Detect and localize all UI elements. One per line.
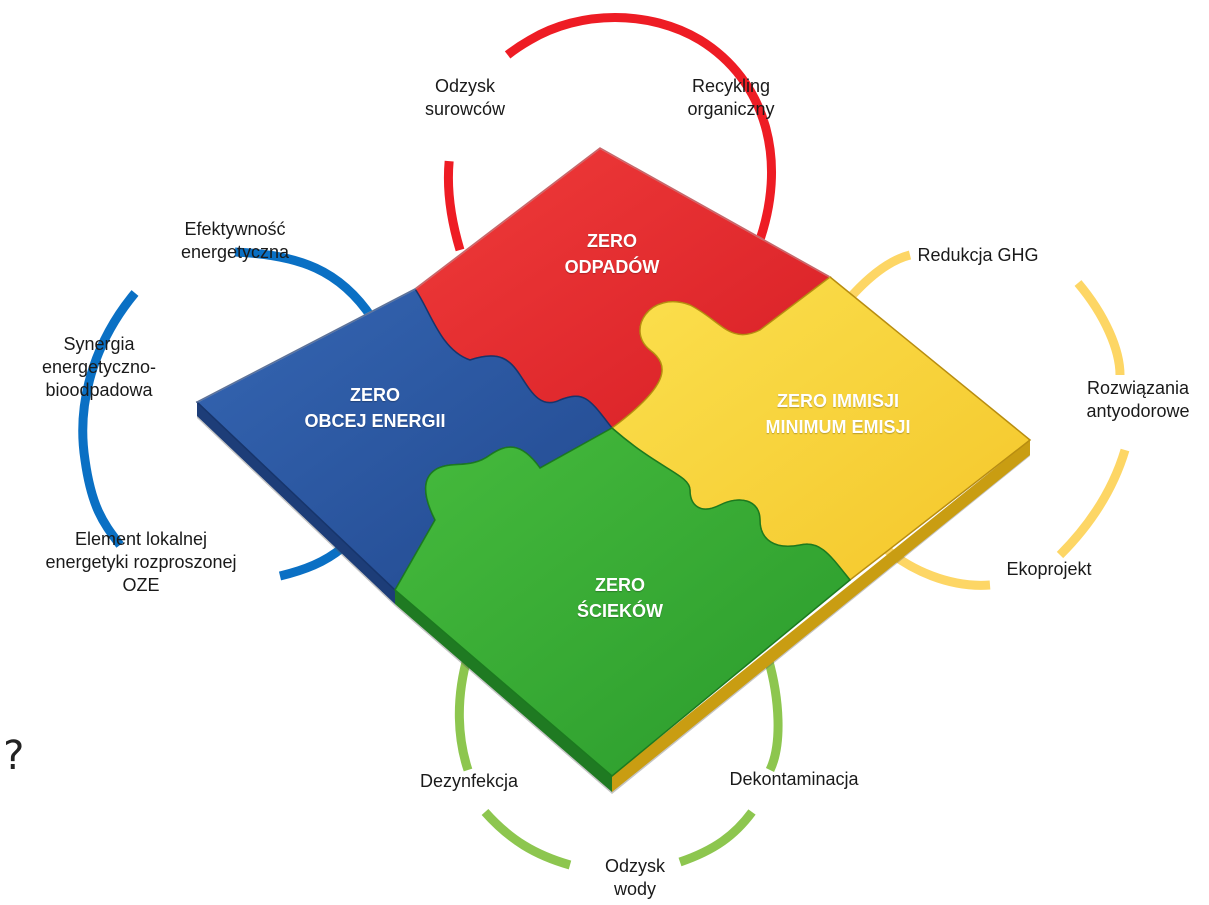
zero-waste-title: ZERO ODPADÓW [564,231,660,277]
label-dezynfekcja: Dezynfekcja [419,771,519,791]
blue-side [197,402,395,604]
label-dekontaminacja: Dekontaminacja [729,769,859,789]
piece-highlight [414,146,831,290]
green-puzzle-piece [394,427,852,777]
yellow-ring-arc [844,250,1130,590]
label-rozwiazania-antyodorowe: Rozwiązania antyodorowe [1086,378,1190,421]
blue-ring-arc [78,247,376,581]
label-element-lokalnej: Element lokalnej energetyki rozproszonej… [45,529,237,595]
label-odzysk-surowcow: Odzysk surowców [424,76,506,119]
label-synergia: Synergia energetyczno- bioodpadowa [41,334,157,400]
green-ring-arc [454,653,783,870]
green-side [395,590,612,792]
label-redukcja-ghg: Redukcja GHG [917,245,1039,265]
label-odzysk-wody: Odzysk wody [604,856,665,899]
stray-text: i? [0,733,25,779]
label-ekoprojekt: Ekoprojekt [1006,559,1092,579]
zero-sewage-title: ZERO ŚCIEKÓW [576,575,663,621]
label-efektywnosc-energetyczna: Efektywność energetyczna [180,219,290,262]
piece-highlight [196,288,416,403]
label-recykling-organiczny: Recykling organiczny [687,76,775,119]
zero-foreign-energy-title: ZERO OBCEJ ENERGII [304,385,446,431]
red-ring-arc [444,13,776,252]
zero-immission-title: ZERO IMMISJI MINIMUM EMISJI [765,391,911,437]
yellow-side [612,440,1030,792]
